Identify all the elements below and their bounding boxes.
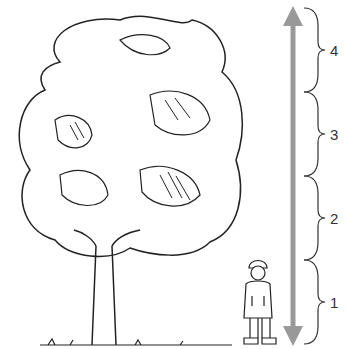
ground [40, 339, 232, 345]
callout-number: 2 [330, 211, 338, 226]
person [244, 261, 276, 345]
crown-patch [140, 166, 200, 206]
callout-number: 1 [330, 295, 338, 310]
arrow-head [283, 326, 303, 346]
height-arrow [291, 22, 296, 332]
crown-patch [60, 171, 108, 206]
callout-number: 4 [330, 43, 338, 58]
callout-number: 3 [330, 127, 338, 142]
arrow-head [283, 6, 303, 26]
tree-crown [19, 16, 242, 256]
crown-patch [120, 35, 170, 55]
crown-hatch [70, 98, 190, 200]
tree-trunk [74, 230, 140, 345]
crown-patch [150, 91, 210, 135]
bracket [304, 8, 325, 344]
